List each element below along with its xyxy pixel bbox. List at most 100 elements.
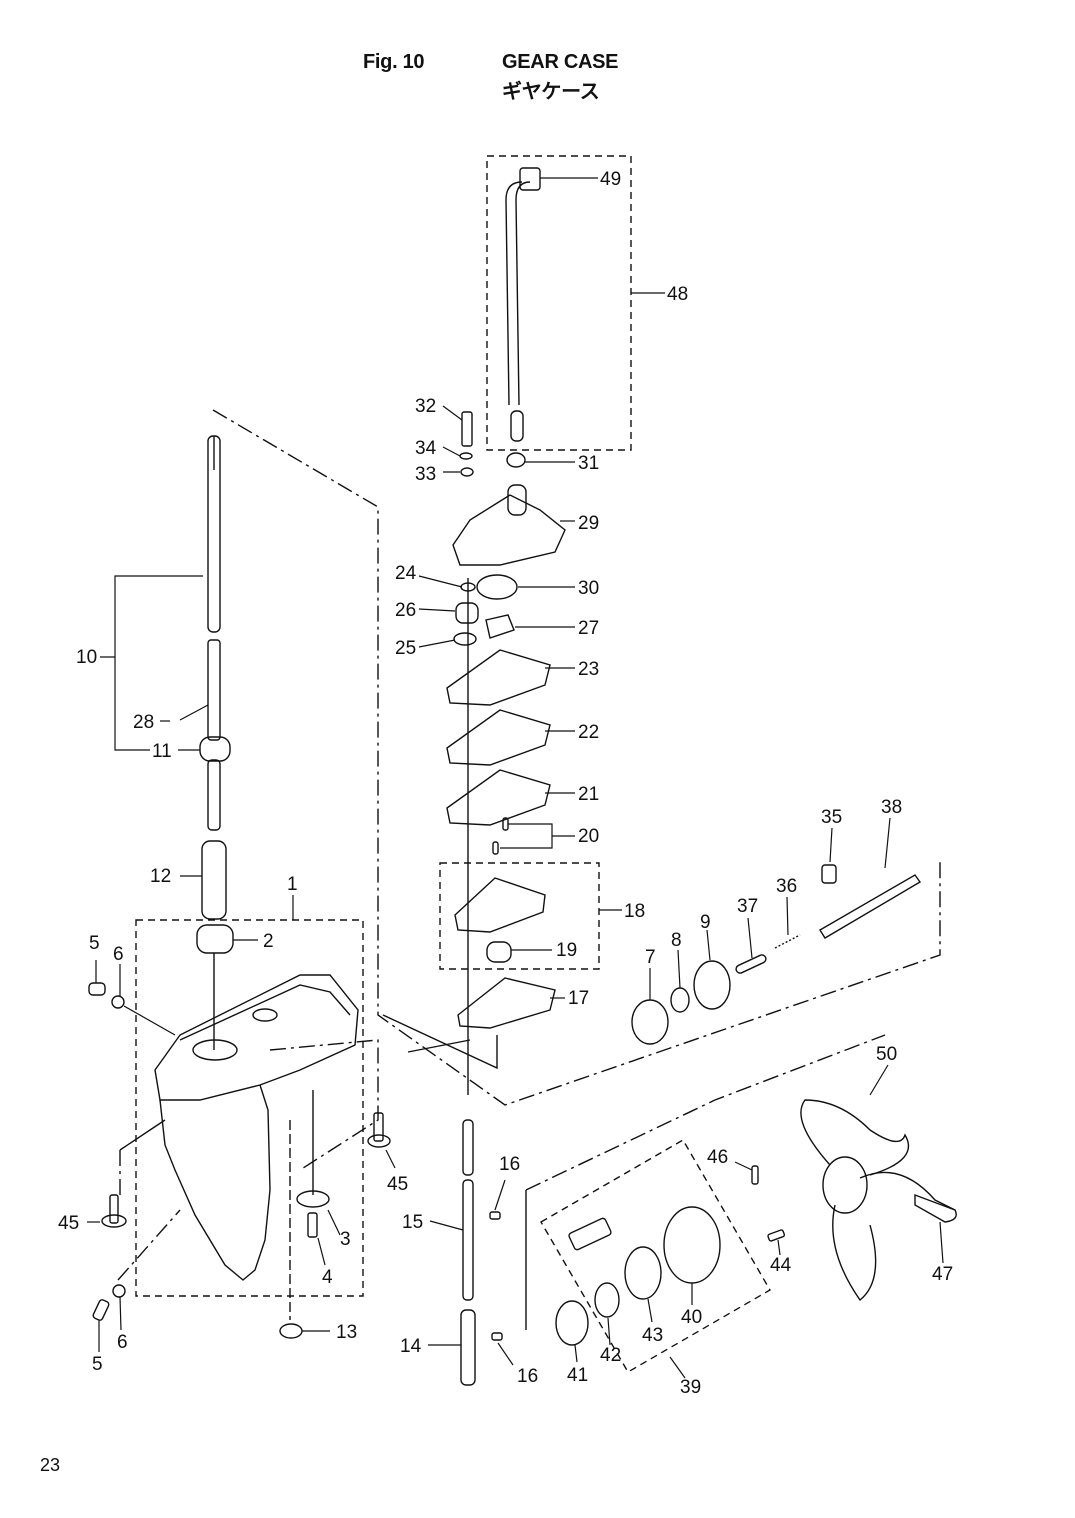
- shim-8: [670, 987, 690, 1013]
- pump-insert-30: [476, 574, 518, 600]
- pin-20b: [492, 841, 499, 855]
- spring-36: [774, 934, 801, 949]
- bolt-44: [767, 1229, 786, 1242]
- callout-12: 12: [150, 866, 171, 887]
- washer-6-upper: [111, 995, 125, 1009]
- bolt-5-lower: [92, 1299, 110, 1321]
- callout-3: 3: [340, 1229, 351, 1250]
- callout-1: 1: [287, 874, 298, 895]
- callout-31: 31: [578, 453, 599, 474]
- callout-16-lower: 16: [517, 1366, 538, 1387]
- group-box-48: [486, 155, 632, 451]
- callout-37: 37: [737, 896, 758, 917]
- washer-6-lower: [112, 1284, 126, 1298]
- plate-21: [446, 769, 551, 826]
- callout-10: 10: [76, 647, 97, 668]
- callout-42: 42: [600, 1345, 621, 1366]
- grommet-31: [506, 452, 526, 468]
- callout-19: 19: [556, 940, 577, 961]
- gasket-17: [457, 977, 556, 1029]
- plate-23: [446, 649, 551, 706]
- callout-11: 11: [152, 741, 172, 762]
- callout-7: 7: [645, 947, 656, 968]
- callout-33: 33: [415, 464, 436, 485]
- callout-9: 9: [700, 912, 711, 933]
- callout-35: 35: [821, 807, 842, 828]
- bolt-5-upper: [88, 982, 106, 996]
- driveshaft: [207, 435, 221, 831]
- callout-4: 4: [322, 1267, 333, 1288]
- bearing-7: [631, 999, 669, 1045]
- callout-44: 44: [770, 1255, 792, 1276]
- nut-13: [279, 1323, 303, 1339]
- callout-22: 22: [578, 722, 599, 743]
- water-tube: [505, 181, 523, 406]
- callout-49: 49: [600, 169, 621, 190]
- seal-26: [455, 602, 479, 624]
- callout-5-lower: 5: [92, 1354, 103, 1375]
- callout-47: 47: [932, 1264, 953, 1285]
- callout-27: 27: [578, 618, 599, 639]
- bolt-4: [307, 1212, 318, 1238]
- callout-39: 39: [680, 1377, 701, 1398]
- bearing-41: [555, 1300, 589, 1346]
- pin-46: [751, 1165, 759, 1185]
- driveshaft-bearing: [199, 736, 231, 762]
- gear-9: [693, 960, 731, 1010]
- callout-43: 43: [642, 1325, 663, 1346]
- figure-number: Fig. 10: [363, 51, 425, 73]
- callout-32: 32: [415, 396, 436, 417]
- assembly-line-upper: [212, 409, 941, 1106]
- callout-14: 14: [400, 1336, 422, 1357]
- propeller-50: [800, 1099, 957, 1302]
- callout-41: 41: [567, 1365, 588, 1386]
- callout-46: 46: [707, 1147, 728, 1168]
- impeller-27: [485, 614, 515, 639]
- shift-rod-14: [460, 1309, 476, 1386]
- clip-49: [519, 167, 541, 191]
- diagram-title-japanese: ギヤケース: [502, 79, 600, 103]
- callout-25: 25: [395, 638, 416, 659]
- callout-labels: 1 2 3 4 5 5 6 6 7 8 9 10 11 12 13 14 15 …: [58, 169, 953, 1398]
- clutch-35: [821, 864, 837, 884]
- callout-48: 48: [667, 284, 688, 305]
- callout-50: 50: [876, 1044, 897, 1065]
- group-box-39: [540, 1139, 771, 1373]
- o-ring-43: [624, 1246, 662, 1300]
- callout-21: 21: [578, 784, 599, 805]
- gear-case-housing: [154, 974, 359, 1281]
- seal-19: [486, 941, 512, 963]
- callout-17: 17: [568, 988, 589, 1009]
- pin-16-upper: [489, 1211, 501, 1220]
- callout-28: 28: [133, 712, 154, 733]
- callout-2: 2: [263, 931, 274, 952]
- driveshaft-sleeve: [201, 840, 227, 920]
- callout-6-lower: 6: [117, 1332, 128, 1353]
- callout-5-upper: 5: [89, 933, 100, 954]
- callout-24: 24: [395, 563, 417, 584]
- callout-29: 29: [578, 513, 599, 534]
- seal-25: [453, 632, 477, 646]
- callout-38: 38: [881, 797, 902, 818]
- page-number: 23: [40, 1455, 61, 1475]
- bearing-2: [196, 924, 234, 954]
- callout-18: 18: [624, 901, 645, 922]
- callout-40: 40: [681, 1307, 702, 1328]
- callout-34: 34: [415, 438, 437, 459]
- callout-45-left: 45: [58, 1213, 79, 1234]
- propeller-shaft-38: [819, 874, 922, 939]
- callout-36: 36: [776, 876, 797, 897]
- pump-housing: [452, 494, 566, 566]
- bolt-45-left: [101, 1214, 127, 1228]
- callout-15: 15: [402, 1212, 423, 1233]
- cotter-pin-47: [914, 1193, 957, 1223]
- tube-grommet: [510, 410, 524, 442]
- callout-6-upper: 6: [113, 944, 124, 965]
- group-box-1: [135, 919, 364, 1297]
- callout-20: 20: [578, 826, 599, 847]
- bolt-32: [461, 411, 473, 447]
- shift-rod-15: [462, 1179, 474, 1301]
- bearing-holder-40: [663, 1206, 721, 1284]
- callout-13: 13: [336, 1322, 357, 1343]
